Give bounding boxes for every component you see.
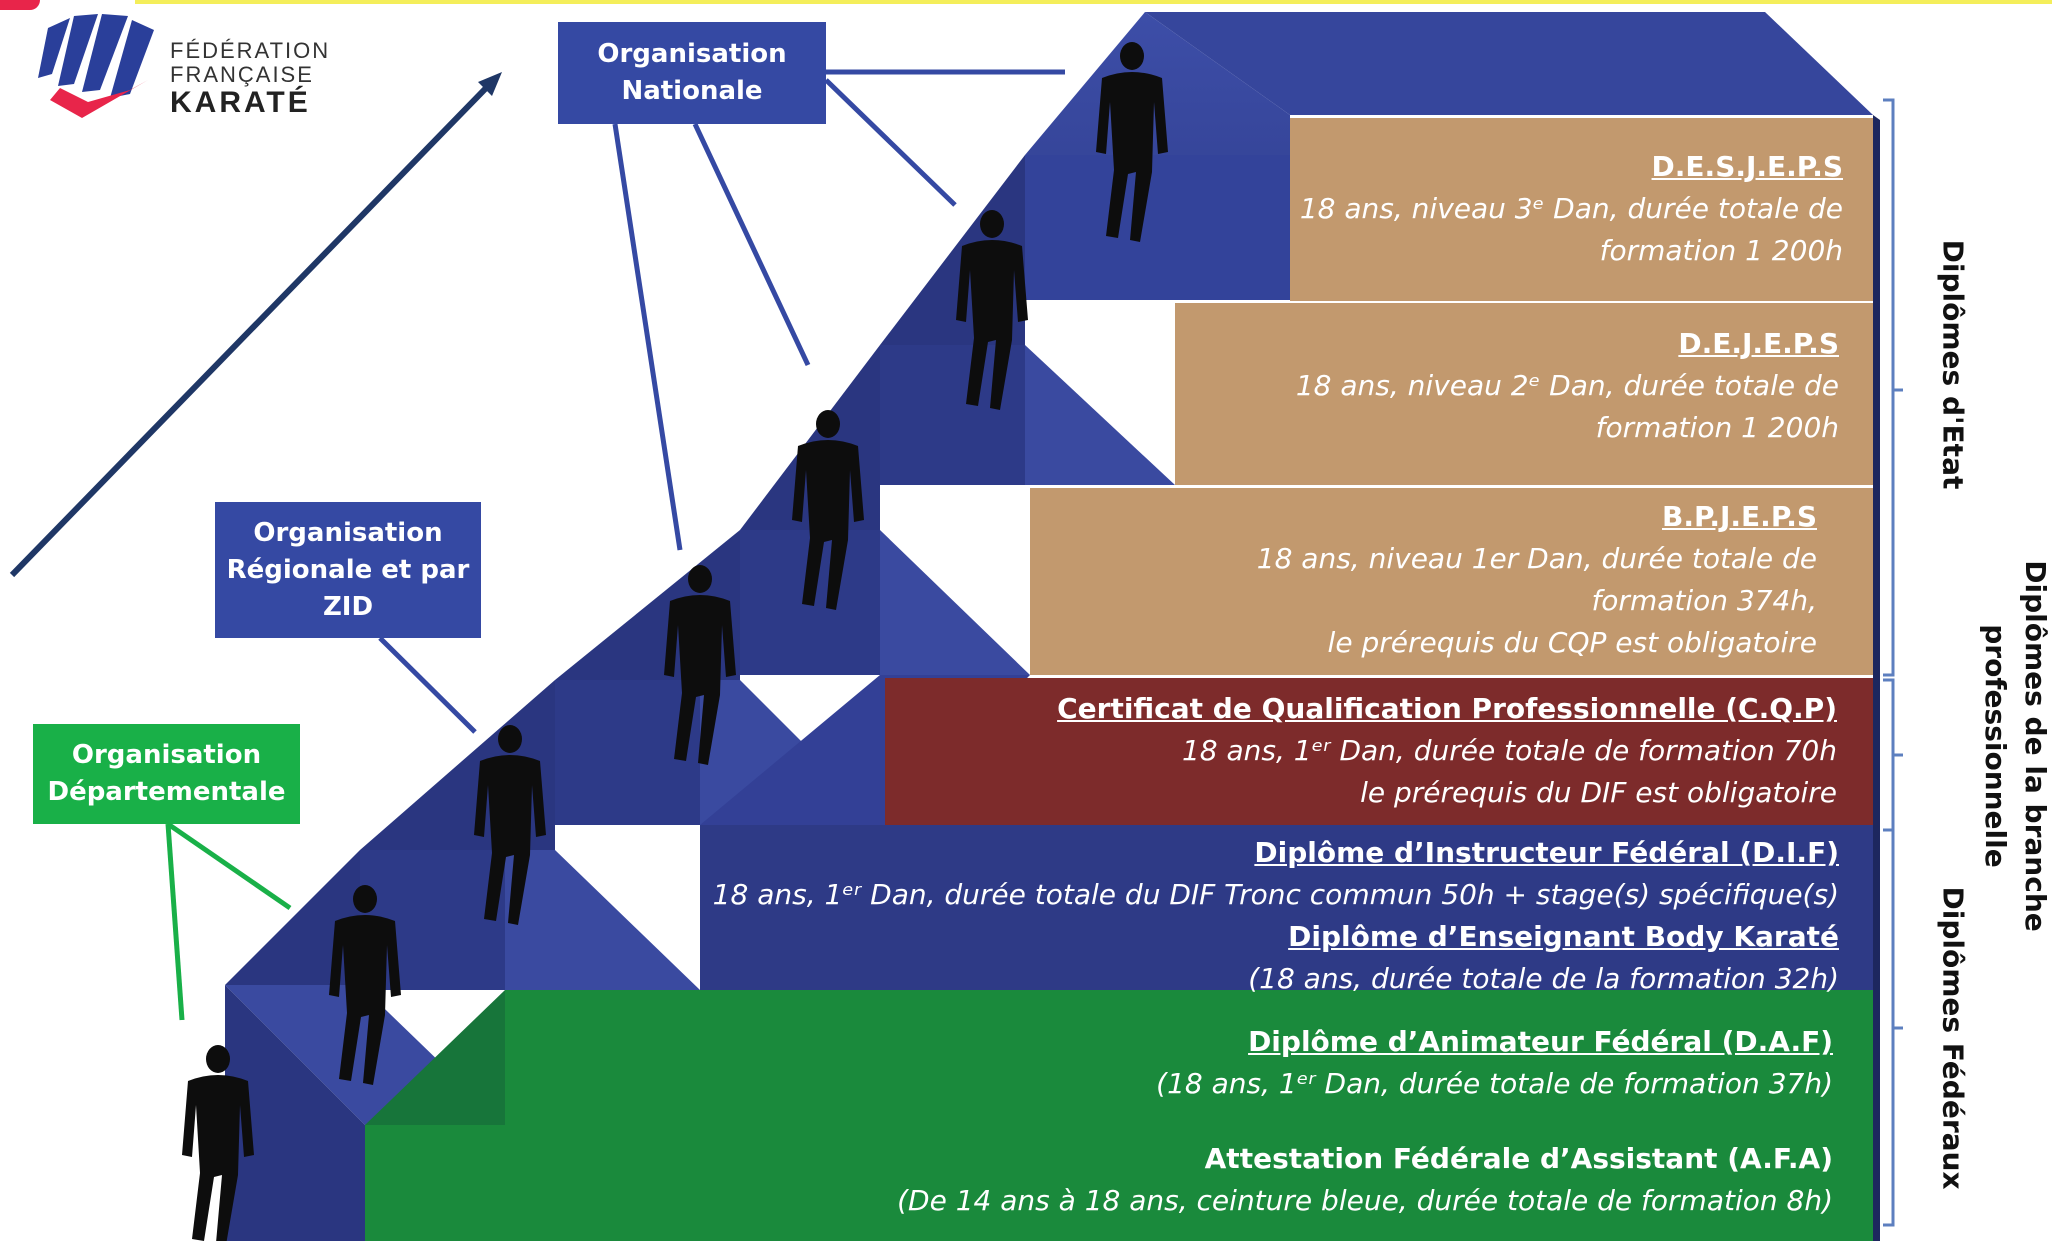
stair-step-2-side bbox=[225, 850, 360, 985]
side-label-etat: Diplômes d'Etat bbox=[1936, 239, 1970, 490]
level-bpjeps-line-2: formation 374h, bbox=[1591, 584, 1817, 617]
top-highlight-band bbox=[135, 0, 2052, 4]
level-daf-line-1: (18 ans, 1ᵉʳ Dan, durée totale de format… bbox=[1156, 1067, 1833, 1100]
organisation-departementale-box: Organisation Départementale bbox=[33, 724, 300, 824]
logo-line-2: FRANÇAISE bbox=[170, 62, 314, 87]
bracket-etat bbox=[1883, 98, 1903, 677]
ffk-logo-mark-icon bbox=[38, 14, 154, 118]
person-silhouette-icon bbox=[329, 885, 401, 1085]
stair-front-dif bbox=[700, 825, 1873, 990]
person-silhouette-icon bbox=[956, 210, 1028, 410]
level-desjeps: D.E.S.J.E.P.S 18 ans, niveau 3ᵉ Dan, dur… bbox=[1290, 118, 1873, 301]
stair-front-daf bbox=[505, 990, 1873, 1125]
level-dif-line-1: 18 ans, 1ᵉʳ Dan, durée totale du DIF Tro… bbox=[712, 878, 1839, 911]
stair-front-afa bbox=[365, 1125, 1873, 1241]
connector-reg bbox=[378, 636, 477, 734]
level-desjeps-line-1: 18 ans, niveau 3ᵉ Dan, durée totale de bbox=[1299, 192, 1843, 225]
organisation-regionale-box: Organisation Régionale et par ZID bbox=[215, 502, 481, 638]
side-label-branche: Diplômes de la branche professionnelle bbox=[1975, 546, 2052, 946]
level-afa: Attestation Fédérale d’Assistant (A.F.A)… bbox=[365, 1128, 1873, 1241]
connector-nat-4 bbox=[612, 123, 683, 551]
organisation-nationale-box: Organisation Nationale bbox=[558, 22, 826, 124]
level-bpjeps-title: B.P.J.E.P.S bbox=[1662, 500, 1817, 533]
level-dejeps-line-1: 18 ans, niveau 2ᵉ Dan, durée totale de bbox=[1295, 369, 1839, 402]
level-cqp-line-1: 18 ans, 1ᵉʳ Dan, durée totale de formati… bbox=[1181, 734, 1837, 767]
side-label-federaux: Diplômes Fédéraux bbox=[1936, 886, 1970, 1190]
stair-step-6-wall bbox=[1025, 155, 1290, 300]
connector-nat-3 bbox=[692, 122, 811, 367]
side-label-branche-line-2: professionnelle bbox=[1979, 624, 2012, 868]
person-silhouette-icon bbox=[664, 565, 736, 765]
level-bpjeps: B.P.J.E.P.S 18 ans, niveau 1er Dan, duré… bbox=[1030, 488, 1873, 675]
bracket-federaux bbox=[1883, 828, 1903, 1227]
person-silhouette-icon bbox=[1096, 42, 1168, 242]
side-label-branche-line-1: Diplômes de la branche bbox=[2019, 560, 2052, 932]
level-bpjeps-line-3: le prérequis du CQP est obligatoire bbox=[1327, 626, 1817, 659]
level-desjeps-title: D.E.S.J.E.P.S bbox=[1651, 150, 1843, 183]
stair-right-edge bbox=[1873, 115, 1880, 1241]
person-silhouette-icon bbox=[182, 1045, 254, 1241]
level-body-karate-line-1: (18 ans, durée totale de la formation 32… bbox=[1248, 962, 1839, 995]
level-desjeps-line-2: formation 1 200h bbox=[1599, 234, 1843, 267]
stair-step-1-front bbox=[225, 985, 365, 1241]
person-silhouette-icon bbox=[474, 725, 546, 925]
level-dif-title: Diplôme d’Instructeur Fédéral (D.I.F) bbox=[1254, 836, 1839, 869]
ffk-logo: FÉDÉRATION FRANÇAISE KARATÉ bbox=[30, 14, 330, 124]
connector-dep-1 bbox=[166, 821, 292, 911]
level-body-karate-title: Diplôme d’Enseignant Body Karaté bbox=[1288, 920, 1839, 953]
level-daf: Diplôme d’Animateur Fédéral (D.A.F) (18 … bbox=[505, 993, 1873, 1125]
level-dejeps-line-2: formation 1 200h bbox=[1595, 411, 1839, 444]
level-cqp: Certificat de Qualification Professionne… bbox=[885, 678, 1873, 825]
level-dif: Diplôme d’Instructeur Fédéral (D.I.F) 18… bbox=[700, 828, 1873, 995]
stair-top-platform bbox=[1145, 12, 1873, 115]
logo-line-1: FÉDÉRATION bbox=[170, 38, 331, 63]
level-dejeps-title: D.E.J.E.P.S bbox=[1678, 327, 1839, 360]
level-afa-line-1: (De 14 ans à 18 ans, ceinture bleue, dur… bbox=[897, 1184, 1833, 1217]
level-cqp-title: Certificat de Qualification Professionne… bbox=[1057, 692, 1837, 725]
corner-marker bbox=[0, 0, 40, 10]
connector-nat-2 bbox=[824, 78, 957, 207]
level-cqp-line-2: le prérequis du DIF est obligatoire bbox=[1360, 776, 1837, 809]
progression-arrow bbox=[9, 72, 502, 578]
level-afa-title: Attestation Fédérale d’Assistant (A.F.A) bbox=[1204, 1142, 1833, 1175]
person-silhouette-icon bbox=[792, 410, 864, 610]
connector-dep-2 bbox=[165, 823, 185, 1021]
stair-front-daf-bevel bbox=[365, 990, 505, 1125]
level-dejeps: D.E.J.E.P.S 18 ans, niveau 2ᵉ Dan, durée… bbox=[1175, 303, 1873, 485]
level-bpjeps-line-1: 18 ans, niveau 1er Dan, durée totale de bbox=[1256, 542, 1817, 575]
logo-line-3: KARATÉ bbox=[170, 86, 311, 119]
level-daf-title: Diplôme d’Animateur Fédéral (D.A.F) bbox=[1248, 1025, 1833, 1058]
